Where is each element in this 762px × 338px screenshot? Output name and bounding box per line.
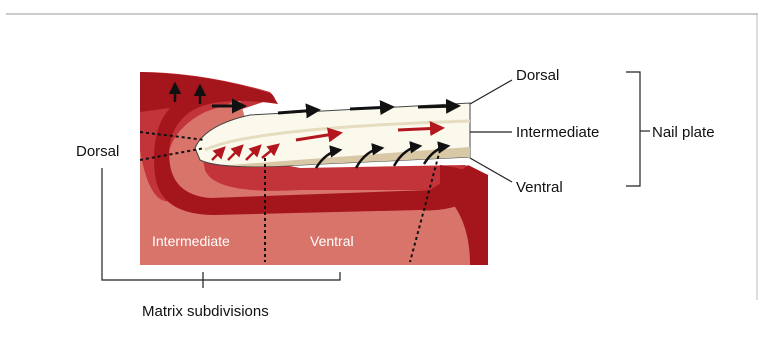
label-nail-plate: Nail plate — [652, 124, 715, 141]
nail-plate-bracket — [626, 72, 640, 186]
label-plate-dorsal: Dorsal — [516, 67, 559, 84]
label-plate-ventral: Ventral — [516, 179, 563, 196]
label-plate-intermediate: Intermediate — [516, 124, 599, 141]
arrow-dorsal-2 — [350, 107, 392, 109]
label-matrix-ventral: Ventral — [310, 233, 354, 249]
label-dorsal-left: Dorsal — [76, 143, 119, 160]
label-matrix-intermediate: Intermediate — [152, 233, 230, 249]
arrow-intermediate-2 — [398, 128, 442, 130]
label-matrix-subdivisions: Matrix subdivisions — [142, 303, 269, 320]
leader-dorsal — [470, 80, 512, 104]
arrow-dorsal-3 — [418, 106, 458, 107]
